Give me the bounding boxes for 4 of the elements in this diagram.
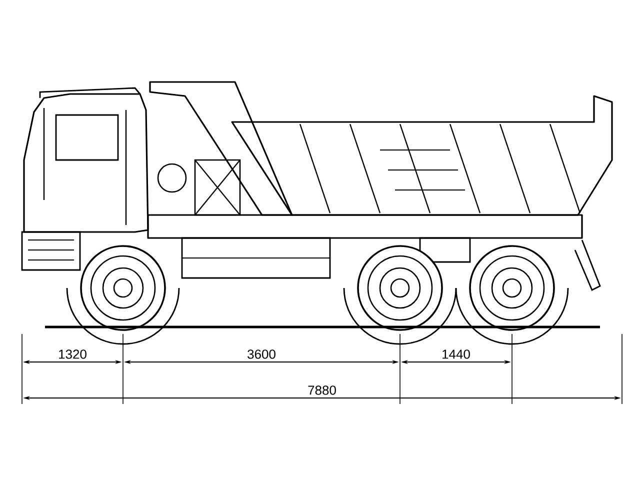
dimension-label: 7880: [308, 386, 336, 395]
dimension-label: 1440: [442, 350, 470, 359]
dimension-label: 3600: [248, 350, 276, 359]
dimension-label: 1320: [59, 350, 86, 359]
